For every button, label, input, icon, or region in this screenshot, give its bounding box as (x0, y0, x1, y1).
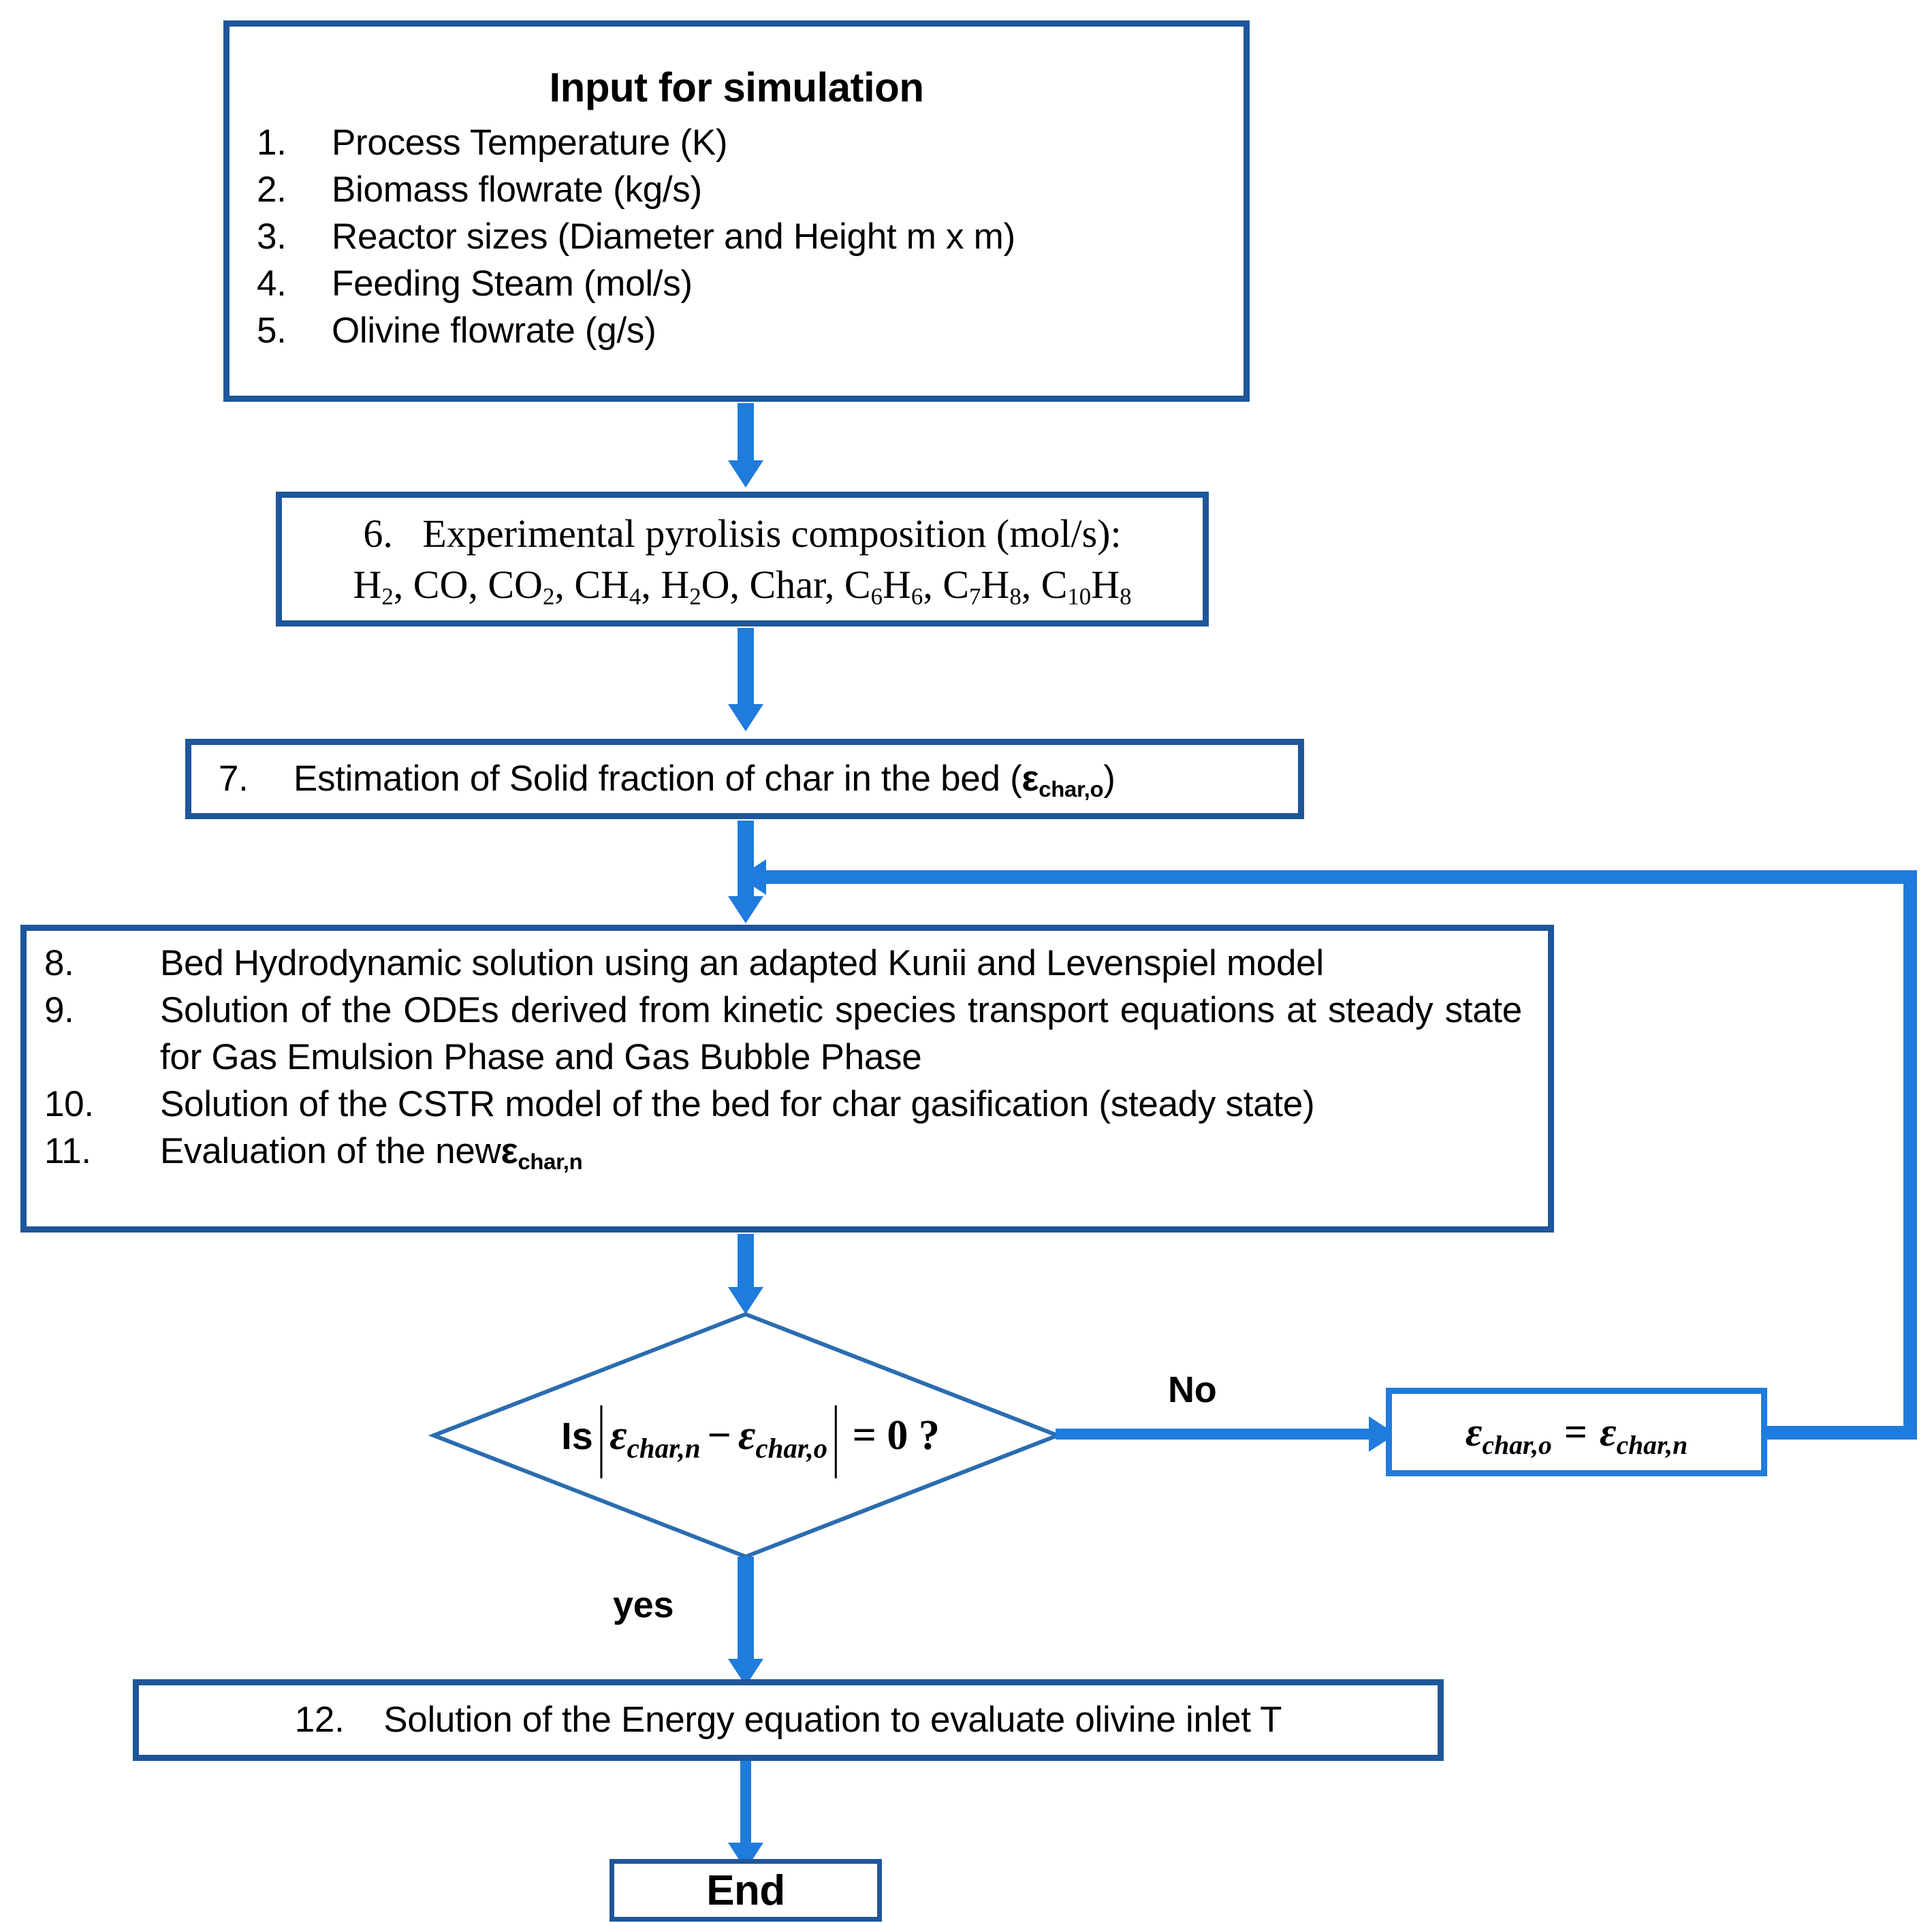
edge-label-no: No (1168, 1369, 1217, 1410)
epsilon-char-n-term: εchar,n (609, 1412, 701, 1463)
connector-input-to-pyrolysis (738, 403, 754, 466)
feedback-loop-horizontal-bottom (1767, 1426, 1917, 1440)
assign-equals: = (1564, 1409, 1587, 1455)
list-item-number: 3. (257, 217, 287, 257)
list-item-text: Solution of the ODEs derived from kineti… (160, 989, 1522, 1077)
list-item-number: 8. (44, 943, 74, 983)
feedback-loop-vertical-right (1903, 870, 1917, 1440)
list-item: 1. Process Temperature (K) (257, 120, 1216, 167)
list-item-text: Process Temperature (K) (332, 123, 728, 163)
list-item-number: 11. (44, 1130, 91, 1171)
decision-expression: Is|εchar,n−εchar,o|= 0 ? (561, 1390, 940, 1479)
list-item: 5. Olivine flowrate (g/s) (257, 308, 1216, 355)
epsilon-char-o-symbol: εchar,o (1022, 758, 1104, 801)
estimation-number: 7. (219, 758, 249, 799)
pyrolysis-number: 6. (363, 511, 393, 556)
decision-operator: − (707, 1412, 731, 1459)
node-decision-convergence[interactable]: Is|εchar,n−εchar,o|= 0 ? (428, 1312, 1064, 1559)
list-item: 4. Feeding Steam (mol/s) (257, 261, 1216, 308)
node-estimation-solid-fraction[interactable]: 7. Estimation of Solid fraction of char … (185, 739, 1304, 819)
epsilon-char-n-term: εchar,n (1599, 1409, 1688, 1460)
estimation-line: 7. Estimation of Solid fraction of char … (219, 756, 1271, 803)
estimation-text: Estimation of Solid fraction of char in … (294, 758, 1022, 799)
list-item: 10. Solution of the CSTR model of the be… (44, 1081, 1530, 1128)
list-item-text: Biomass flowrate (kg/s) (332, 170, 702, 210)
energy-text: Solution of the Energy equation to evalu… (383, 1699, 1282, 1740)
decision-equals: = 0 ? (852, 1412, 940, 1459)
connector-yes-branch (738, 1557, 754, 1666)
connector-energy-to-end (740, 1761, 751, 1849)
list-item-text: Olivine flowrate (g/s) (332, 310, 656, 351)
node-pyrolysis-composition[interactable]: 6. Experimental pyrolisis composition (m… (276, 492, 1209, 626)
assign-expression: εchar,o = εchar,n (1465, 1409, 1688, 1460)
list-item-number: 5. (257, 310, 287, 351)
list-item-number: 2. (257, 170, 287, 210)
pyrolysis-line-1: 6. Experimental pyrolisis composition (m… (298, 508, 1186, 559)
pyrolysis-text: Experimental pyrolisis composition (mol/… (422, 511, 1122, 556)
node-assign-epsilon[interactable]: εchar,o = εchar,n (1386, 1388, 1767, 1476)
epsilon-char-o-term: εchar,o (738, 1412, 828, 1463)
node-input-for-simulation[interactable]: Input for simulation 1. Process Temperat… (223, 20, 1250, 402)
energy-number: 12. (294, 1699, 345, 1740)
node-solution-block[interactable]: 8. Bed Hydrodynamic solution using an ad… (20, 925, 1554, 1233)
list-item-number: 4. (257, 264, 287, 304)
arrow-head-down (728, 460, 763, 488)
estimation-text-end: ) (1103, 758, 1115, 799)
list-item: 2. Biomass flowrate (kg/s) (257, 167, 1216, 214)
list-item-number: 10. (44, 1083, 94, 1124)
list-item: 3. Reactor sizes (Diameter and Height m … (257, 214, 1216, 261)
input-box-list: 1. Process Temperature (K) 2. Biomass fl… (257, 120, 1216, 354)
node-end[interactable]: End (609, 1859, 882, 1922)
end-label: End (706, 1866, 785, 1914)
epsilon-char-n-symbol: εchar,n (501, 1130, 583, 1174)
list-item-text: Reactor sizes (Diameter and Height m x m… (332, 217, 1015, 257)
list-item-number: 1. (257, 123, 287, 163)
arrow-head-down (728, 1287, 763, 1314)
list-item: 9. Solution of the ODEs derived from kin… (44, 987, 1530, 1081)
connector-pyrolysis-to-estimation (738, 628, 754, 710)
list-item-text: Solution of the CSTR model of the bed fo… (160, 1083, 1315, 1124)
list-item-text: Feeding Steam (mol/s) (332, 264, 693, 304)
edge-label-yes: yes (613, 1585, 674, 1625)
list-item-number: 9. (44, 989, 74, 1030)
feedback-loop-horizontal (766, 870, 1917, 884)
decision-prefix: Is (561, 1414, 593, 1457)
connector-no-branch (1056, 1429, 1376, 1440)
connector-solution-to-decision (738, 1234, 754, 1295)
list-item: 11. Evaluation of the new εchar,n (44, 1128, 1530, 1175)
list-item-text: Bed Hydrodynamic solution using an adapt… (160, 943, 1324, 983)
input-box-title: Input for simulation (549, 65, 924, 111)
epsilon-char-o-term: εchar,o (1465, 1409, 1552, 1460)
arrow-head-down (728, 704, 763, 731)
list-item-text: Evaluation of the new (160, 1130, 501, 1171)
node-energy-equation[interactable]: 12. Solution of the Energy equation to e… (133, 1679, 1444, 1761)
pyrolysis-species-line: H2, CO, CO2, CH4, H2O, Char, C6H6, C7H8,… (353, 562, 1132, 610)
arrow-head-down (728, 896, 763, 923)
decision-text: Is|εchar,n−εchar,o|= 0 ? (432, 1313, 1059, 1558)
connector-estimation-to-solution (738, 821, 754, 901)
energy-line: 12. Solution of the Energy equation to e… (166, 1697, 1410, 1744)
list-item: 8. Bed Hydrodynamic solution using an ad… (44, 940, 1530, 987)
